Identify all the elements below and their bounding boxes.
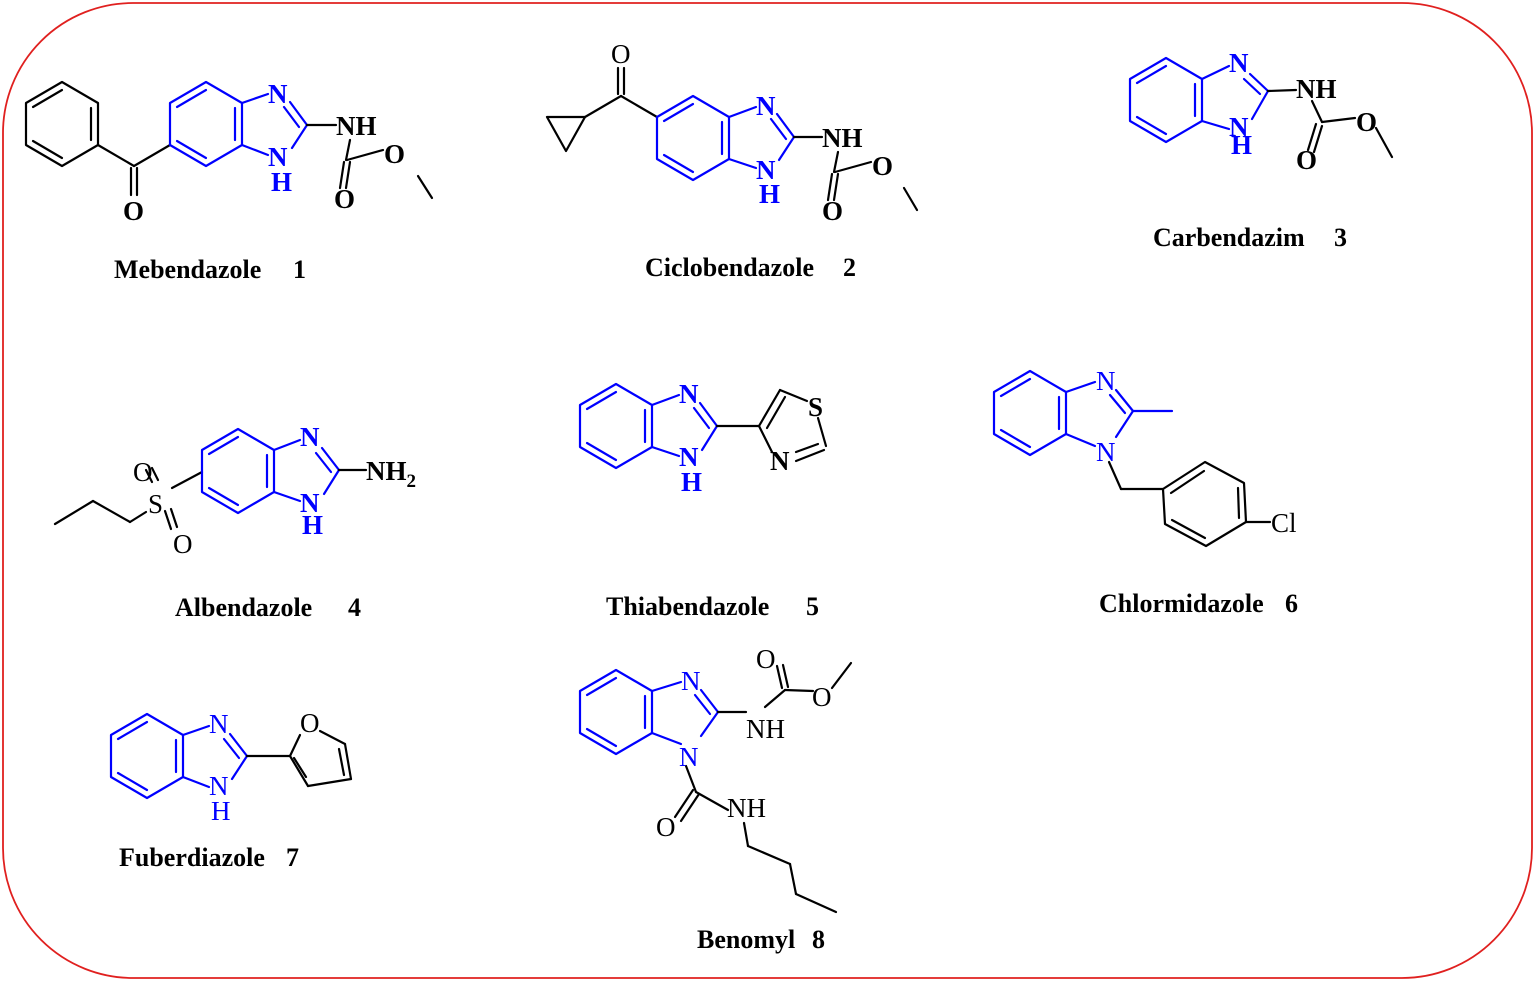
caption-ciclobendazole: Ciclobendazole 2 xyxy=(645,253,856,282)
atom-o: O xyxy=(173,529,193,559)
atom-o: O xyxy=(300,708,320,738)
atom-h: H xyxy=(1231,130,1252,160)
atom-o: O xyxy=(812,682,832,712)
atom-s: S xyxy=(148,489,163,519)
structure-carbendazim xyxy=(1128,56,1394,159)
atom-n: N xyxy=(209,709,229,739)
atom-h: H xyxy=(759,179,780,209)
structure-fuberdiazole xyxy=(109,712,353,800)
benomyl-atom-labels: N N O NH O O NH xyxy=(656,644,832,842)
compound-name: Thiabendazole xyxy=(606,592,769,621)
atom-nh: NH xyxy=(822,123,863,153)
atom-cl: Cl xyxy=(1271,508,1297,538)
atom-nh2: NH2 xyxy=(366,456,416,492)
structure-benomyl xyxy=(578,661,853,914)
nh2-subscript: 2 xyxy=(407,471,417,492)
atom-n: N xyxy=(756,155,776,185)
atom-nh: NH xyxy=(746,714,785,744)
atom-n: N xyxy=(681,666,701,696)
caption-benomyl: Benomyl 8 xyxy=(697,925,825,954)
structure-ciclobendazole xyxy=(545,66,919,212)
caption-carbendazim: Carbendazim 3 xyxy=(1153,223,1347,252)
atom-o: O xyxy=(656,812,676,842)
compound-name: Mebendazole xyxy=(114,255,261,284)
atom-n: N xyxy=(268,142,288,172)
atom-n: N xyxy=(679,742,699,772)
atom-n: N xyxy=(209,771,229,801)
atom-n: N xyxy=(1096,437,1116,467)
caption-mebendazole: Mebendazole 1 xyxy=(114,255,306,284)
atom-o: O xyxy=(822,196,843,226)
compound-name: Chlormidazole xyxy=(1099,589,1264,618)
compound-name: Benomyl xyxy=(697,925,795,954)
ciclobendazole-atom-labels: O N N H NH O O xyxy=(611,39,893,226)
compound-name: Albendazole xyxy=(175,593,312,622)
compound-number: 2 xyxy=(843,253,856,282)
atom-n: N xyxy=(300,422,320,452)
atom-n: N xyxy=(268,79,288,109)
compound-number: 8 xyxy=(812,925,825,954)
thiabendazole-atom-labels: N N H S N xyxy=(679,379,823,497)
compound-name: Ciclobendazole xyxy=(645,253,814,282)
atom-o: O xyxy=(123,196,144,226)
caption-fuberdiazole: Fuberdiazole 7 xyxy=(119,843,299,872)
atom-n: N xyxy=(1229,112,1249,142)
atom-h: H xyxy=(271,167,292,197)
atom-o: O xyxy=(1356,107,1377,137)
atom-n: N xyxy=(1229,48,1249,78)
compound-number: 3 xyxy=(1334,223,1347,252)
atom-n: N xyxy=(1096,366,1116,396)
compound-number: 1 xyxy=(293,255,306,284)
atom-o: O xyxy=(756,644,776,674)
atom-o: O xyxy=(133,457,153,487)
compound-name: Carbendazim xyxy=(1153,223,1305,252)
atom-o: O xyxy=(872,151,893,181)
fuberdiazole-atom-labels: N N H O xyxy=(209,708,320,826)
structure-thiabendazole xyxy=(578,382,828,470)
atom-h: H xyxy=(302,510,323,540)
chlormidazole-atom-labels: N N Cl xyxy=(1096,366,1297,538)
nh2-main: NH xyxy=(366,456,407,486)
atom-n: N xyxy=(300,488,320,518)
atom-n: N xyxy=(679,379,699,409)
atom-nh: NH xyxy=(727,793,766,823)
caption-thiabendazole: Thiabendazole 5 xyxy=(606,592,819,621)
mebendazole-atom-labels: O N N H NH O O xyxy=(123,79,405,226)
compound-name: Fuberdiazole xyxy=(119,843,265,872)
atom-o: O xyxy=(1296,145,1317,175)
compound-number: 4 xyxy=(348,593,361,622)
structure-chlormidazole xyxy=(992,369,1272,548)
atom-n: N xyxy=(770,446,790,476)
atom-h: H xyxy=(681,467,702,497)
caption-chlormidazole: Chlormidazole 6 xyxy=(1099,589,1298,618)
structure-albendazole xyxy=(53,427,368,531)
atom-n: N xyxy=(756,91,776,121)
atom-o: O xyxy=(384,139,405,169)
caption-albendazole: Albendazole 4 xyxy=(175,593,361,622)
carbendazim-atom-labels: N N H NH O O xyxy=(1229,48,1377,175)
compound-number: 5 xyxy=(806,592,819,621)
compound-number: 6 xyxy=(1285,589,1298,618)
atom-n: N xyxy=(679,442,699,472)
atom-nh: NH xyxy=(336,111,377,141)
atom-h: H xyxy=(211,796,231,826)
albendazole-atom-labels: O S O N N H NH2 xyxy=(133,422,416,559)
atom-nh: NH xyxy=(1296,74,1337,104)
atom-s: S xyxy=(808,392,823,422)
structure-mebendazole xyxy=(24,80,434,200)
compound-number: 7 xyxy=(286,843,299,872)
atom-o: O xyxy=(611,39,631,69)
atom-o: O xyxy=(334,184,355,214)
